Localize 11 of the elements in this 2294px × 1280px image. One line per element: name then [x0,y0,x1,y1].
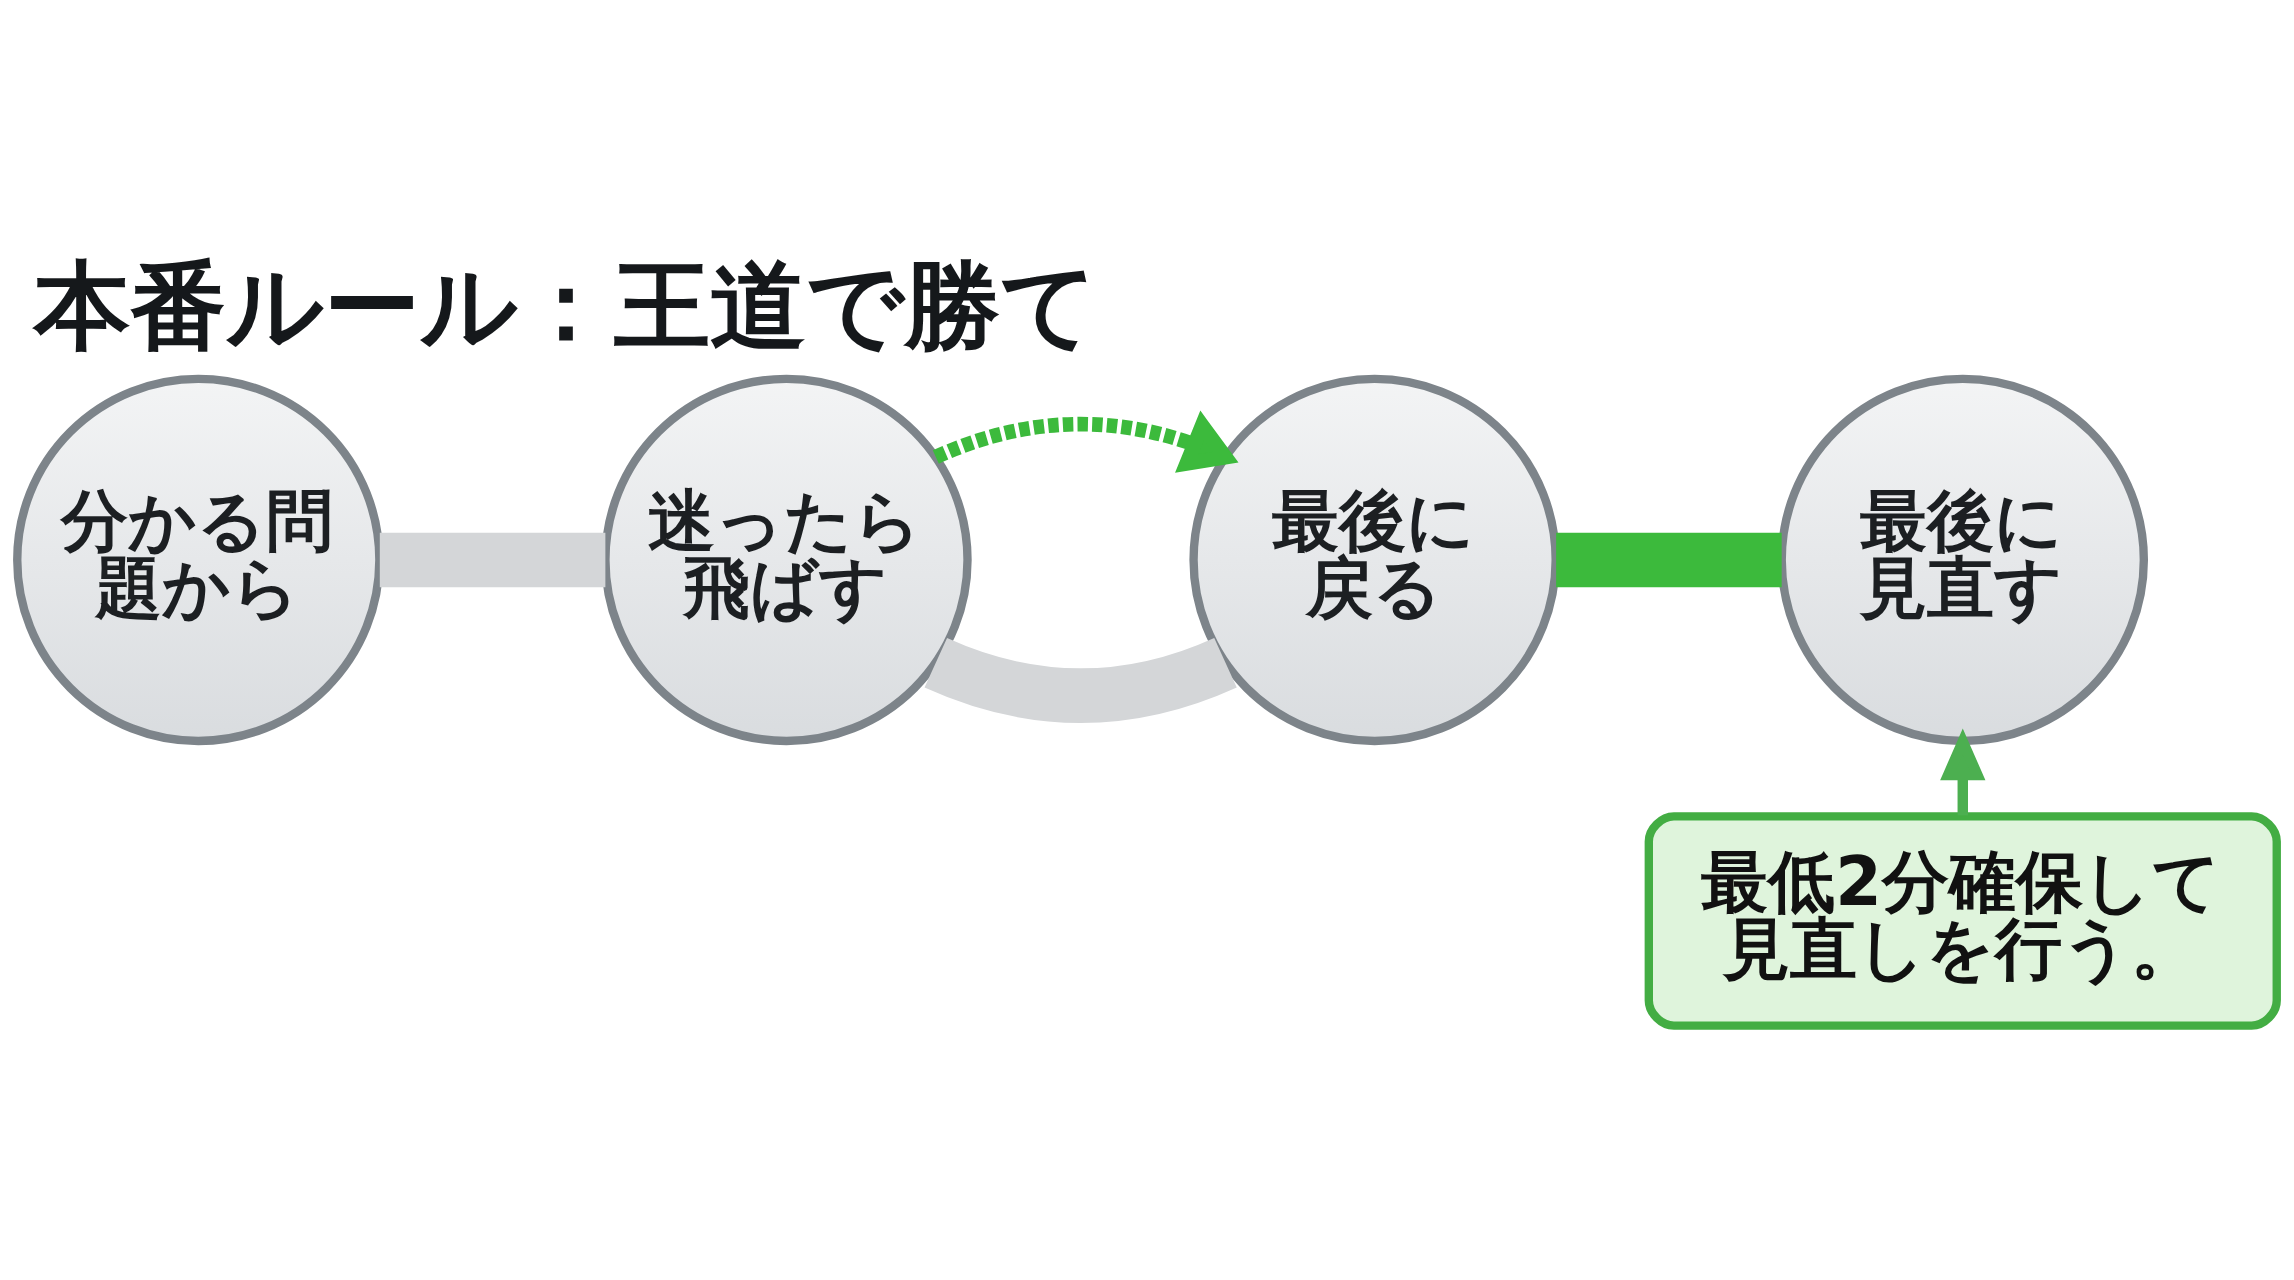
connector [1556,532,1782,587]
node-circle: 迷ったら飛ばす [601,374,972,745]
node-circle: 最後に見直す [1777,374,2148,745]
diagram-title: 本番ルール：王道で勝て [34,249,1098,362]
node-circle: 最後に戻る [1189,374,1560,745]
node-circle: 分かる問題から [13,374,384,745]
connector [925,637,1236,723]
node-box: 最低2分確保して見直しを行う。 [1644,811,2281,1030]
arrow [932,410,1239,473]
arrow [1940,727,1986,815]
connector [379,532,606,587]
